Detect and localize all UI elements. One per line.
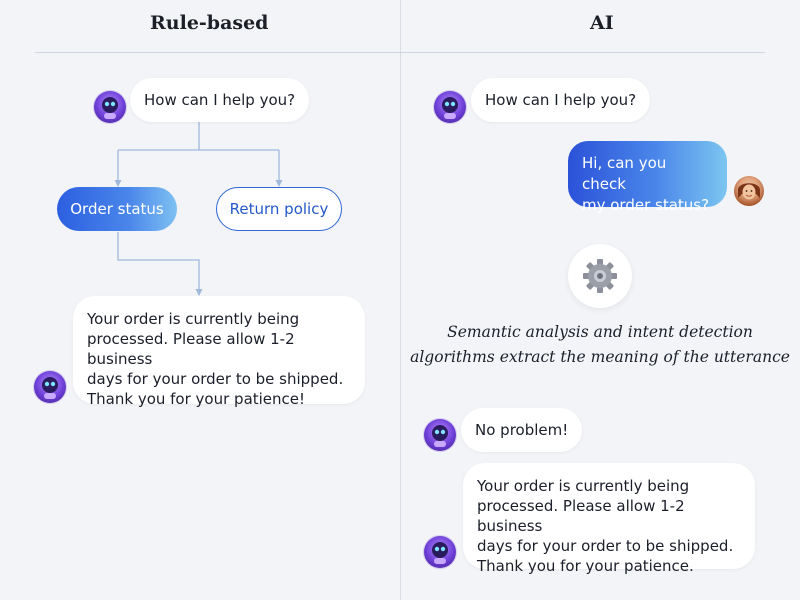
bot-avatar-icon	[434, 91, 466, 123]
arrowhead-reply	[195, 289, 203, 296]
ai-bot-greeting-bubble: How can I help you?	[471, 78, 651, 122]
bot-avatar-icon	[424, 419, 456, 451]
gear-icon	[583, 259, 617, 293]
bot-avatar-icon	[94, 91, 126, 123]
caption-line-2: algorithms extract the meaning of the ut…	[410, 348, 790, 366]
ai-bot-reply-bubble: Your order is currently being processed.…	[463, 463, 755, 575]
bot-avatar-icon	[424, 536, 456, 568]
arrowhead-return-policy	[275, 180, 283, 187]
user-message-bubble: Hi, can you check my order status?	[568, 141, 727, 214]
user-avatar-icon	[734, 176, 764, 206]
branch-connector	[117, 122, 280, 185]
ai-bot-ack-bubble: No problem!	[461, 408, 583, 452]
arrowhead-order-status	[114, 180, 122, 187]
reply-connector	[117, 232, 200, 294]
header-divider	[35, 52, 765, 53]
option-order-status[interactable]: Order status	[57, 187, 177, 231]
ai-heading: AI	[590, 12, 614, 34]
bot-reply-bubble: Your order is currently being processed.…	[73, 296, 365, 408]
bot-avatar-icon	[34, 371, 66, 403]
column-divider	[400, 0, 401, 600]
caption-line-1: Semantic analysis and intent detection	[447, 323, 753, 341]
rule-based-heading: Rule-based	[150, 12, 269, 34]
processing-indicator	[568, 244, 632, 308]
option-return-policy[interactable]: Return policy	[216, 187, 342, 231]
bot-greeting-bubble: How can I help you?	[130, 78, 310, 122]
